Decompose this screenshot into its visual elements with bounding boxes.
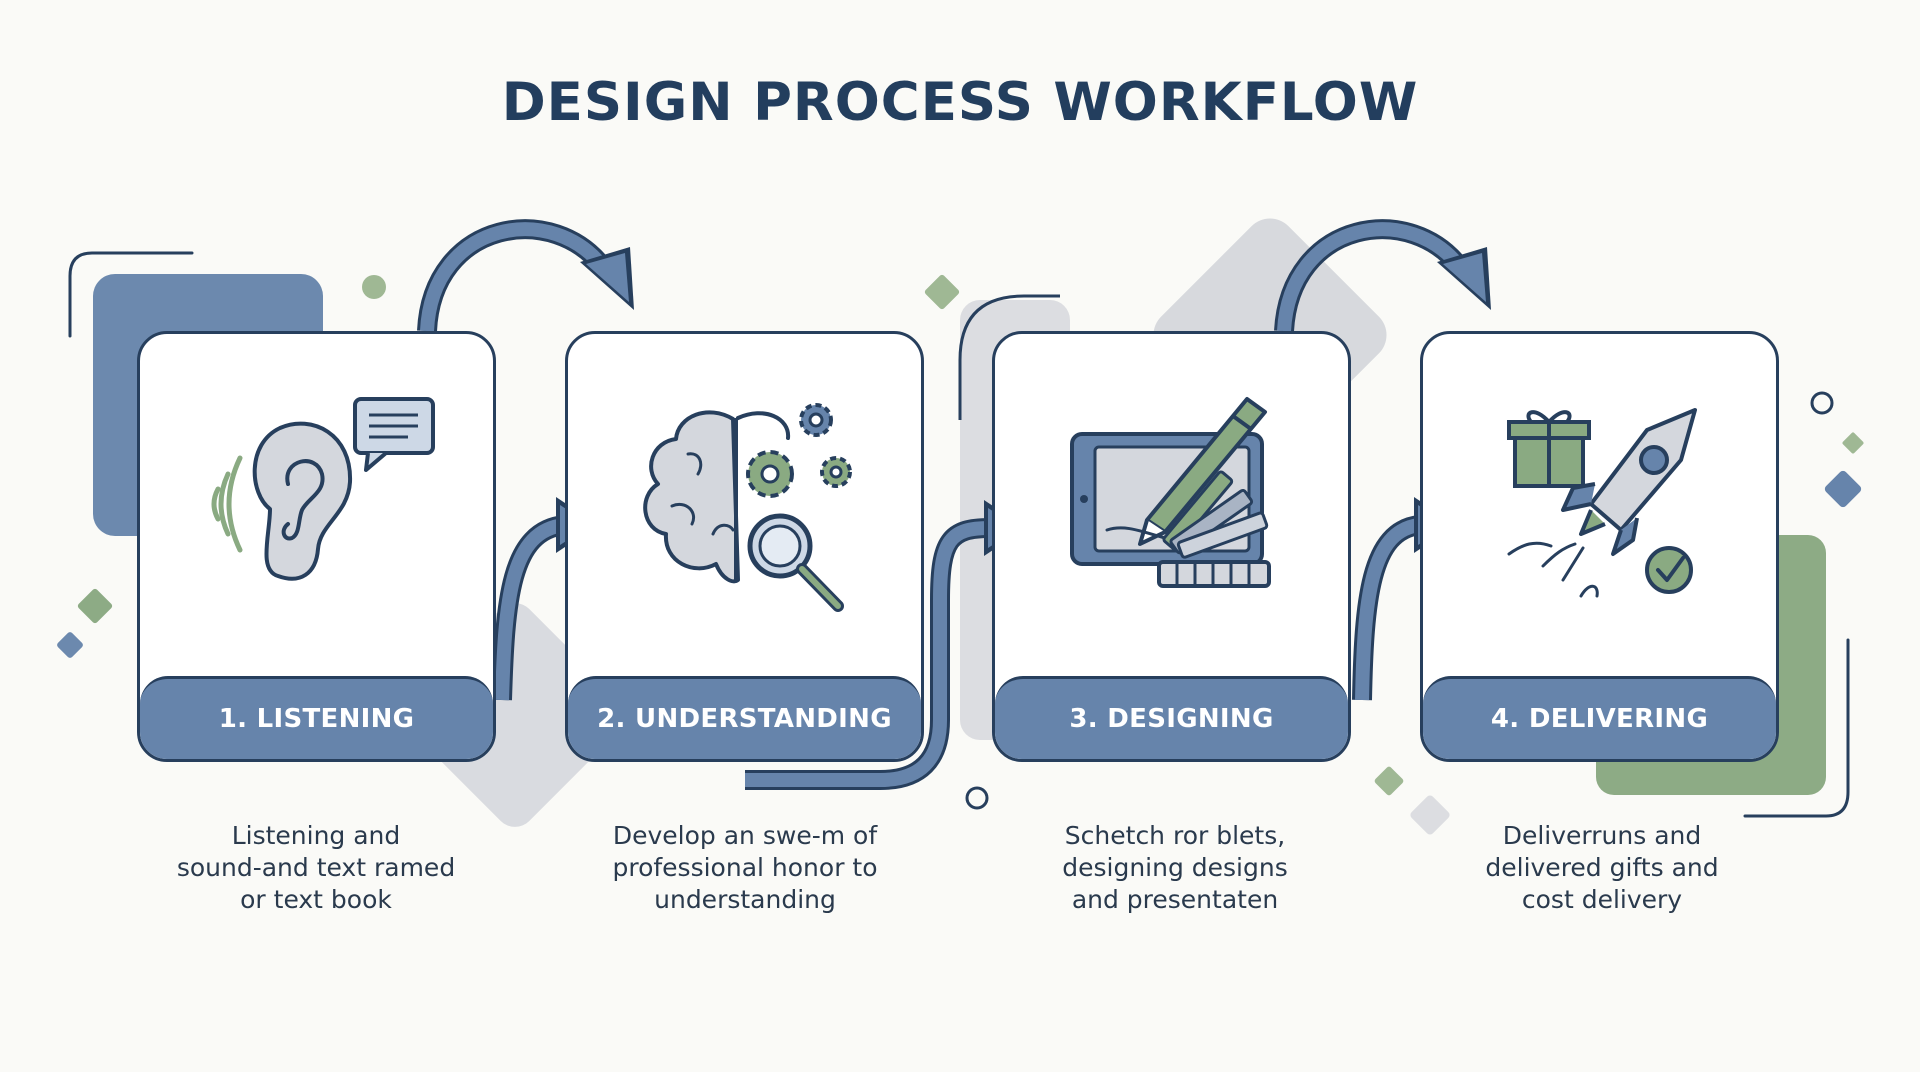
step-label: 4. DELIVERING [1423, 676, 1776, 759]
decor-small-diamond [77, 588, 113, 624]
decor-small-diamond [1374, 766, 1404, 796]
ear-sound-icon [211, 397, 435, 581]
step-description-understanding: Develop an swe-m of professional honor t… [612, 821, 878, 914]
page-title: DESIGN PROCESS WORKFLOW [501, 72, 1419, 133]
step-card-listening: 1. LISTENING [137, 331, 496, 762]
color-swatches-icon [1157, 470, 1271, 588]
step-label: 3. DESIGNING [995, 676, 1348, 759]
decor-dot [362, 275, 386, 299]
decor-corner-line [1743, 638, 1850, 818]
decor-ring [965, 786, 989, 810]
brain-gears-icon [643, 403, 852, 612]
decor-small-diamond [1842, 432, 1864, 454]
gear-icon [820, 456, 852, 488]
rocket-gift-icon [1507, 408, 1697, 598]
step-card-understanding: 2. UNDERSTANDING [565, 331, 924, 762]
gear-icon [746, 450, 794, 498]
rocket-icon [1561, 408, 1697, 556]
gift-icon [1507, 410, 1591, 488]
decor-small-diamond [1410, 795, 1450, 835]
arrow-top-1-2 [417, 219, 634, 332]
decor-small-diamond [1824, 470, 1862, 508]
arrow-top-3-4 [1274, 219, 1491, 332]
step-description-designing: Schetch ror blets, designing designs and… [1062, 821, 1288, 914]
decor-arc-card3 [958, 294, 1060, 420]
step-card-delivering: 4. DELIVERING [1420, 331, 1779, 762]
magnifier-icon [747, 513, 844, 612]
step-label: 1. LISTENING [140, 676, 493, 759]
decor-corner-line [68, 251, 194, 338]
step-description-listening: Listening and sound-and text ramed or te… [176, 821, 456, 914]
decor-small-diamond [57, 632, 83, 658]
step-card-designing: 3. DESIGNING [992, 331, 1351, 762]
decor-small-diamond [924, 274, 960, 310]
check-icon [1645, 546, 1693, 594]
tablet-pen-swatches-icon [1070, 397, 1271, 588]
gear-icon [799, 403, 833, 437]
step-label: 2. UNDERSTANDING [568, 676, 921, 759]
decor-ring [1810, 391, 1834, 415]
step-description-delivering: Deliverruns and delivered gifts and cost… [1485, 821, 1719, 914]
